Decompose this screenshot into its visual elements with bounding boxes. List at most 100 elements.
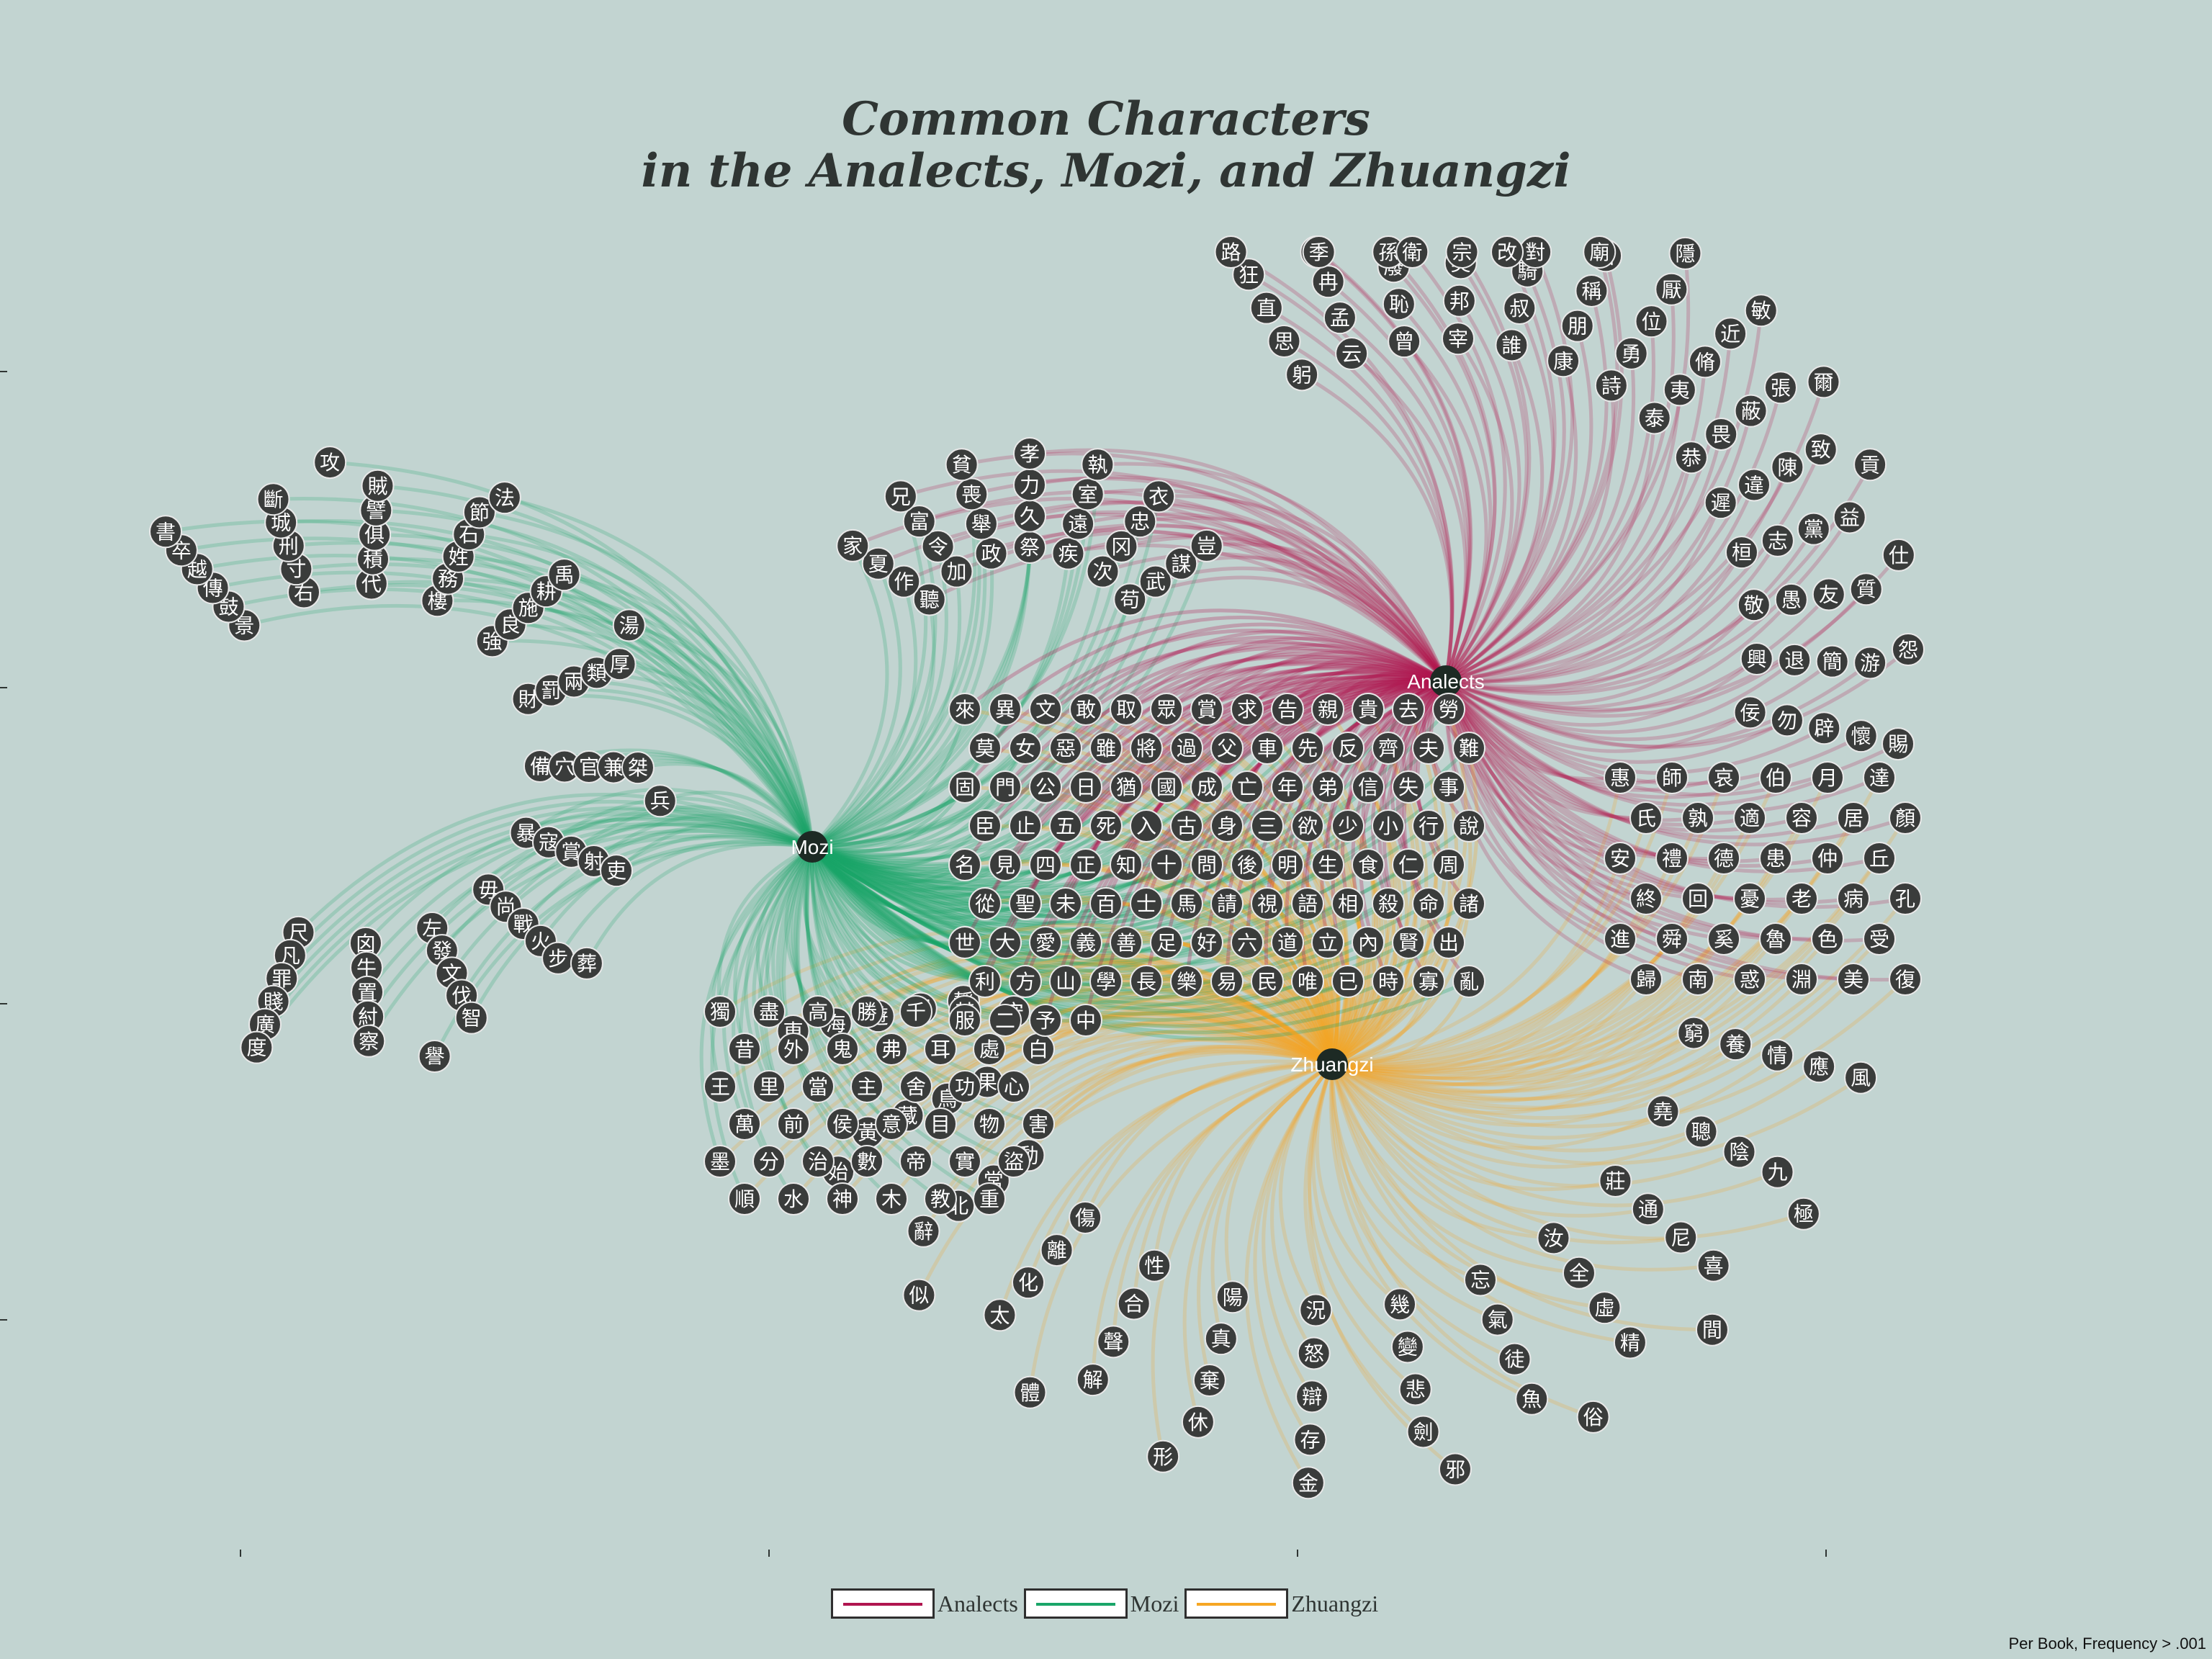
character-label: 思: [1274, 330, 1294, 354]
character-node-circle: [1086, 554, 1120, 588]
edge-analects: [1318, 251, 1473, 682]
character-node: 行: [1412, 809, 1445, 842]
character-label: 數: [857, 1150, 877, 1174]
edge-analects: [1327, 280, 1471, 682]
character-node: 積: [356, 542, 390, 576]
edge-analects: [1444, 680, 1828, 807]
character-label: 辟: [1814, 716, 1834, 740]
character-node-circle: [1704, 417, 1738, 451]
character-node-circle: [1146, 1439, 1180, 1473]
character-node-circle: [989, 848, 1022, 881]
character-node: 書: [149, 515, 183, 549]
character-node: 執: [1081, 448, 1115, 482]
edge-analects: [1300, 373, 1454, 682]
character-node-circle: [1051, 536, 1085, 570]
character-label: 安: [1610, 847, 1630, 871]
character-node-circle: [1311, 265, 1345, 299]
character-label: 視: [1257, 892, 1277, 916]
character-node-circle: [1123, 505, 1157, 539]
character-label: 未: [1056, 892, 1076, 916]
character-label: 路: [1221, 240, 1241, 264]
character-node-circle: [836, 529, 870, 562]
character-label: 難: [1459, 737, 1479, 760]
edge-mozi: [811, 495, 928, 848]
edge-mozi: [811, 824, 1390, 940]
character-label: 居: [1843, 806, 1863, 830]
character-node: 門: [989, 770, 1022, 804]
character-node-circle: [1881, 727, 1915, 761]
character-node-circle: [1863, 761, 1896, 794]
character-node: 聰: [1684, 1115, 1718, 1148]
character-node: 湯: [612, 608, 646, 642]
character-node: 劍: [1406, 1415, 1440, 1449]
character-node: 利: [968, 965, 1002, 998]
edge-zhuangzi: [1331, 938, 1829, 1102]
character-node: 師: [1655, 761, 1689, 794]
character-node: 去: [1392, 693, 1425, 726]
character-label: 遲: [1711, 491, 1731, 515]
character-node-circle: [1040, 1233, 1074, 1267]
character-node: 長: [1130, 965, 1163, 998]
edge-analects: [1444, 289, 1676, 683]
character-label: 致: [1811, 438, 1831, 462]
edge-zhuangzi: [1151, 1062, 1334, 1457]
character-node-circle: [1271, 926, 1304, 959]
character-node: 喜: [1696, 1249, 1730, 1282]
edge-zhuangzi: [1055, 1062, 1333, 1251]
edge-mozi: [330, 460, 814, 848]
character-label: 名: [955, 853, 975, 877]
character-node-circle: [948, 1004, 981, 1037]
character-label: 政: [981, 542, 1002, 566]
edge-mozi: [811, 845, 1087, 906]
edge-analects: [1326, 670, 1447, 711]
edge-analects: [1444, 658, 1796, 734]
edge-mozi: [811, 553, 994, 849]
character-node: 黨: [1797, 512, 1830, 546]
legend-item-mozi: Mozi: [1023, 1588, 1182, 1619]
character-label: 穴: [554, 755, 575, 779]
edge-analects: [1445, 361, 1707, 683]
character-label: 父: [1217, 737, 1237, 760]
character-node-circle: [1737, 468, 1771, 502]
character-label: 歸: [1636, 968, 1656, 992]
character-label: 帝: [906, 1150, 926, 1174]
edge-zhuangzi: [1026, 1062, 1333, 1284]
character-node: 失: [1392, 770, 1425, 804]
character-label: 從: [975, 892, 995, 916]
character-label: 服: [955, 1009, 975, 1033]
character-label: 怨: [1898, 638, 1918, 662]
character-node: 化: [1012, 1266, 1046, 1300]
character-label: 將: [1136, 737, 1156, 760]
character-node: 三: [1251, 809, 1284, 842]
edge-zhuangzi: [866, 953, 1334, 1066]
edge-mozi: [288, 541, 814, 848]
edge-mozi: [755, 845, 814, 1012]
edge-mozi: [803, 846, 893, 1051]
character-node-circle: [1889, 963, 1922, 996]
character-node-circle: [703, 995, 737, 1028]
edge-analects: [961, 451, 1448, 683]
character-label: 處: [979, 1038, 999, 1061]
character-node-circle: [728, 1033, 761, 1066]
character-node-circle: [1613, 1326, 1647, 1359]
edge-analects: [1445, 554, 1900, 712]
character-node: 厚: [603, 647, 637, 681]
character-node-circle: [1759, 922, 1792, 956]
edge-zhuangzi: [1012, 1017, 1334, 1088]
character-node-circle: [1204, 1322, 1238, 1356]
character-node-circle: [875, 1033, 908, 1066]
character-node-circle: [1081, 448, 1115, 482]
character-label: 哀: [1714, 766, 1734, 790]
edge-analects: [1444, 251, 1557, 683]
edge-zhuangzi: [988, 1028, 1334, 1125]
character-label: 虛: [1594, 1296, 1614, 1320]
character-node: 似: [902, 1278, 936, 1312]
character-label: 直: [1256, 297, 1277, 320]
character-label: 禹: [554, 563, 575, 587]
character-node: 侯: [826, 1107, 859, 1141]
edge-mozi: [709, 845, 814, 1087]
character-node-circle: [1372, 809, 1405, 842]
character-node: 弗: [875, 1033, 908, 1066]
character-node: 養: [1719, 1028, 1753, 1061]
character-node-circle: [884, 480, 917, 513]
